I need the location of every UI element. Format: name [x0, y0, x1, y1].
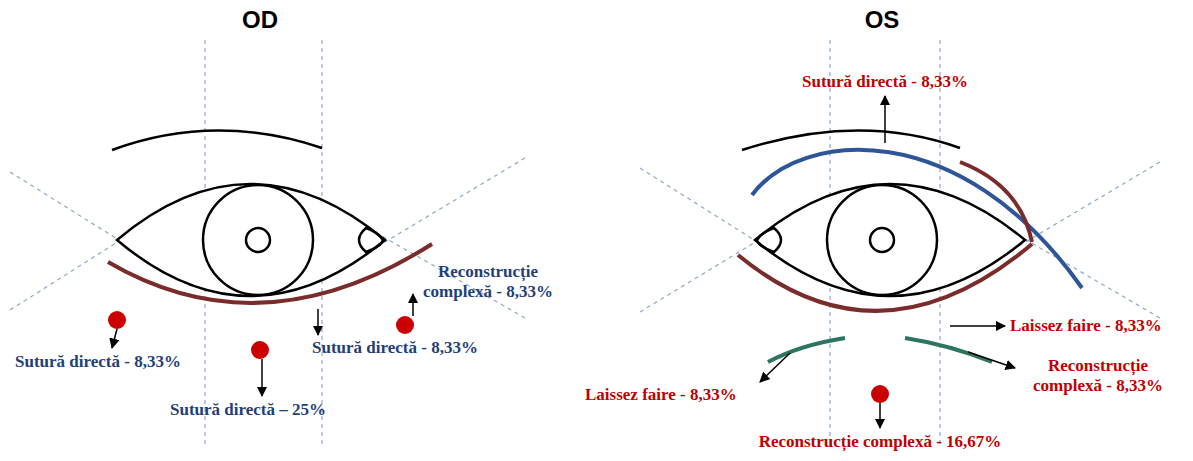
procedure-label: Reconstrucție complexă - 8,33% — [1023, 356, 1173, 395]
eye-heading: OS — [865, 6, 900, 34]
procedure-label: Sutură directă – 25% — [170, 400, 326, 420]
procedure-label: Laissez faire - 8,33% — [1010, 316, 1162, 336]
procedure-label: Laissez faire - 8,33% — [585, 385, 737, 405]
lower-lid-zone — [738, 244, 1032, 311]
procedure-label: Sutură directă - 8,33% — [15, 352, 181, 372]
upper-lid-zone — [752, 150, 1082, 288]
procedure-label: Reconstrucție complexă - 16,67% — [759, 432, 1002, 452]
guide-lines — [10, 40, 1160, 445]
procedure-label: Sutură directă - 8,33% — [802, 72, 968, 92]
procedure-label: Sutură directă - 8,33% — [312, 338, 478, 358]
cheek-zone — [768, 338, 992, 362]
lesion-dot — [871, 385, 889, 403]
left-eye — [742, 130, 1025, 296]
leader-arrows — [760, 96, 1015, 428]
right-eye — [112, 130, 385, 296]
eye-heading: OD — [242, 6, 278, 34]
lateral-canthus-zone — [960, 162, 1032, 242]
procedure-label: Reconstrucție complexă - 8,33% — [413, 262, 563, 301]
lower-lid-zone — [108, 244, 432, 303]
